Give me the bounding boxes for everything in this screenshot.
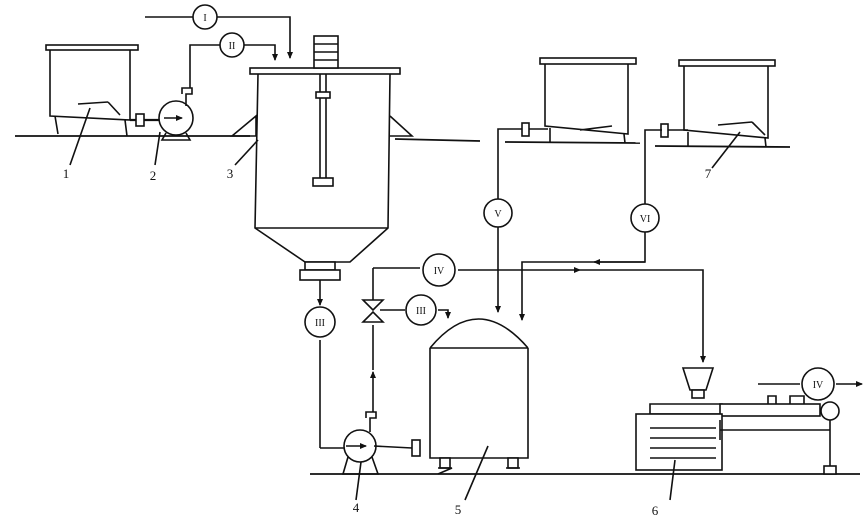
storage-tank-middle bbox=[521, 57, 637, 144]
stream-label-III-a: III bbox=[315, 318, 325, 329]
pump-2 bbox=[130, 87, 194, 166]
pump-4 bbox=[341, 411, 421, 501]
equipment-label-7: 7 bbox=[705, 166, 712, 181]
stream-marker-III-b: III bbox=[405, 294, 437, 326]
stream-marker-VI: VI bbox=[630, 203, 660, 233]
extruder-6 bbox=[635, 367, 863, 501]
equipment-label-2: 2 bbox=[150, 168, 157, 183]
stream-marker-V: V bbox=[483, 198, 513, 228]
stream-label-I: I bbox=[203, 13, 206, 24]
stream-label-VI: VI bbox=[640, 214, 651, 225]
equipment-label-6: 6 bbox=[652, 503, 659, 518]
equipment-label-3: 3 bbox=[227, 166, 234, 181]
ground-lines bbox=[15, 135, 860, 475]
equipment-label-4: 4 bbox=[353, 500, 360, 515]
stream-label-II: II bbox=[229, 41, 236, 52]
stream-marker-I: I bbox=[192, 4, 218, 30]
line-to-extruder bbox=[580, 269, 706, 363]
stream-label-III-b: III bbox=[416, 306, 426, 317]
equipment-label-1: 1 bbox=[63, 166, 70, 181]
stream-III-to-pump bbox=[317, 280, 346, 449]
stream-label-V: V bbox=[494, 209, 502, 220]
stream-marker-IV-a: IV bbox=[422, 253, 456, 287]
stream-label-IV-b: IV bbox=[813, 380, 824, 391]
reactor-3 bbox=[229, 35, 415, 281]
stream-marker-II: II bbox=[219, 32, 245, 58]
streams-V-VI bbox=[495, 128, 662, 321]
storage-tank-1 bbox=[45, 44, 139, 166]
stream-marker-IV-b: IV bbox=[801, 367, 835, 401]
feed-streams-I-II bbox=[145, 16, 293, 88]
vessel-5 bbox=[429, 318, 529, 501]
equipment-label-5: 5 bbox=[455, 502, 462, 517]
storage-tank-7 bbox=[660, 59, 776, 169]
stream-marker-III-a: III bbox=[304, 306, 336, 338]
stream-label-IV-a: IV bbox=[434, 266, 445, 277]
recirculation-line bbox=[361, 267, 581, 412]
